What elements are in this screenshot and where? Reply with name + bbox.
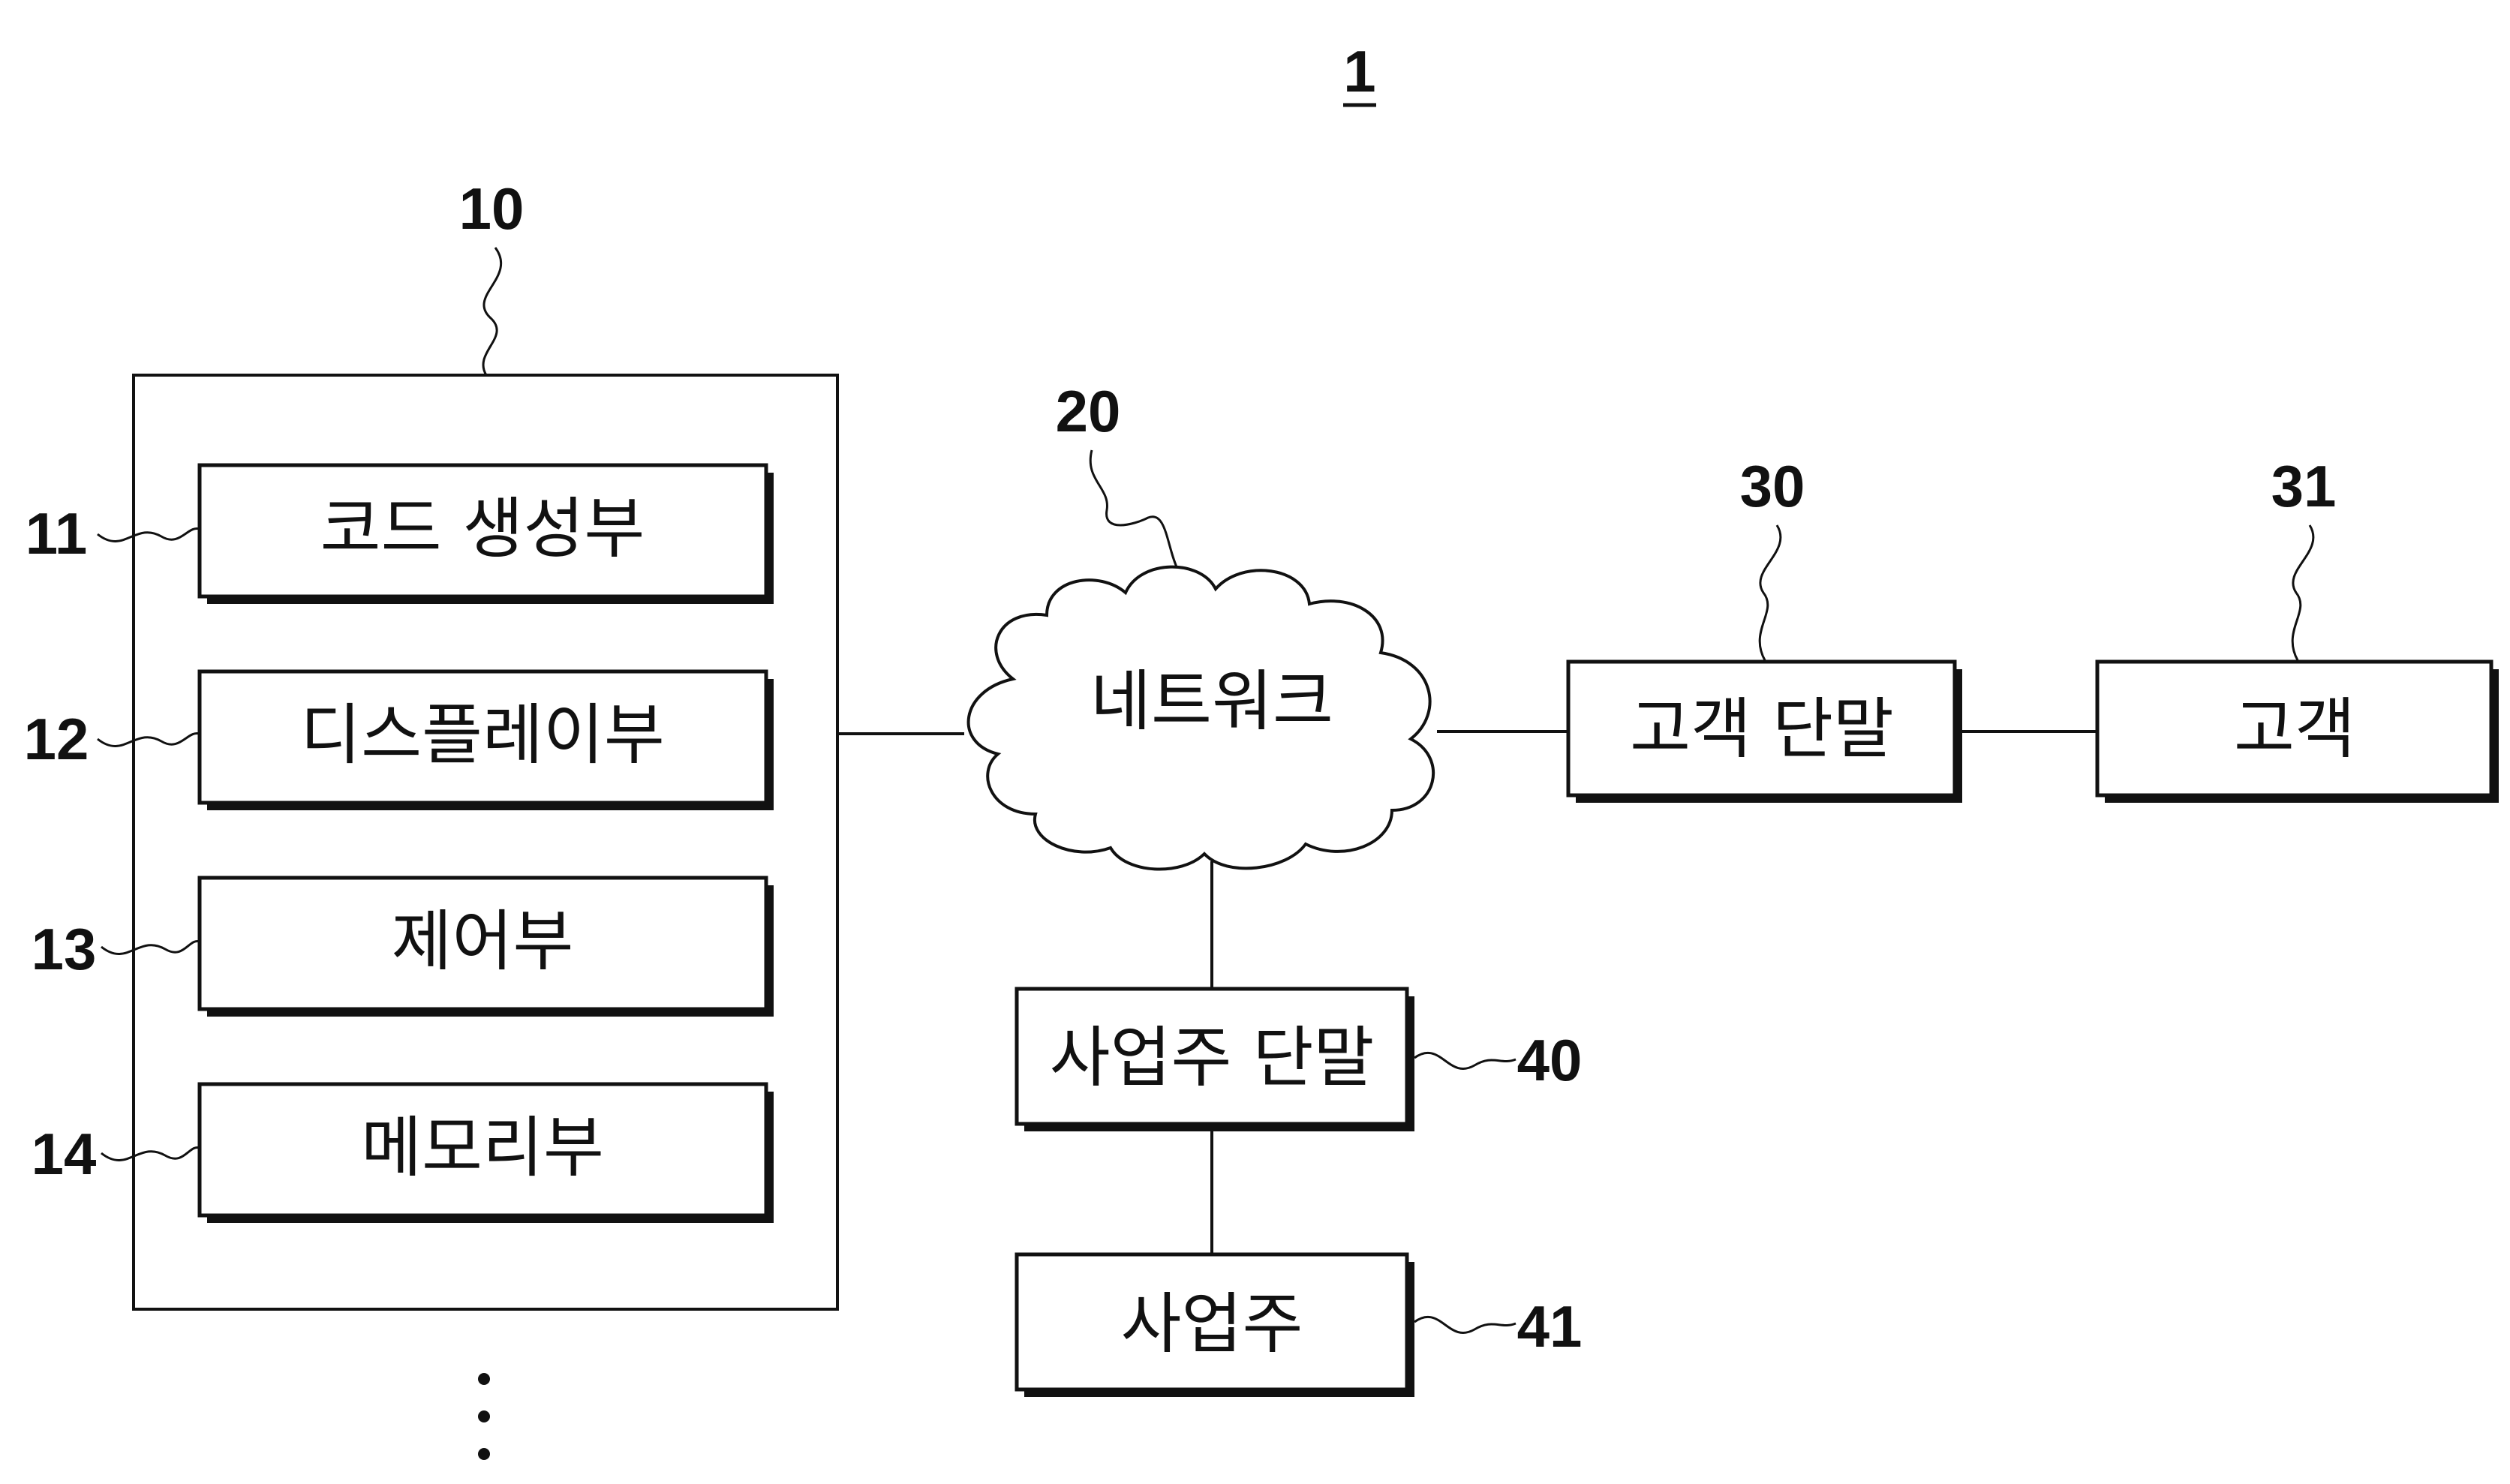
ellipsis-dot-3 <box>478 1448 490 1460</box>
unit-controller: 제어부 13 <box>32 876 774 1017</box>
customer-terminal-ref-label: 30 <box>1740 453 1805 519</box>
network-leader-line <box>1089 449 1180 571</box>
customer-block: 31 고객 <box>2095 453 2499 803</box>
unit-13-box <box>197 876 768 1011</box>
owner-box <box>1015 1252 1409 1392</box>
unit-14-ref: 14 <box>32 1121 97 1187</box>
owner-block: 사업주 41 <box>1015 1252 1583 1397</box>
customer-label: 고객 <box>2234 690 2355 768</box>
owner-terminal-box <box>1015 987 1409 1126</box>
server-ref-label: 10 <box>459 176 525 242</box>
owner-terminal-label: 사업주 단말 <box>1050 1019 1375 1096</box>
server-block: 10 코드 생성부 11 디스플레이부 12 제어부 13 <box>24 176 839 1460</box>
customer-terminal-block: 30 고객 단말 <box>1566 453 1962 803</box>
owner-terminal-leader <box>1414 1051 1517 1070</box>
unit-code-generator: 코드 생성부 11 <box>26 463 774 604</box>
unit-memory: 메모리부 14 <box>32 1082 774 1223</box>
connection-lines <box>837 730 2097 1254</box>
unit-14-box <box>197 1082 768 1218</box>
server-leader-line <box>482 247 503 376</box>
owner-terminal-block: 사업주 단말 40 <box>1015 987 1583 1131</box>
customer-box <box>2095 659 2493 798</box>
unit-11-box <box>197 463 768 599</box>
customer-leader <box>2291 524 2315 661</box>
ellipsis-dot-2 <box>478 1410 490 1422</box>
customer-terminal-leader <box>1758 524 1782 661</box>
customer-terminal-label: 고객 단말 <box>1630 690 1894 768</box>
owner-label: 사업주 <box>1121 1285 1303 1362</box>
unit-12-ref: 12 <box>24 706 89 772</box>
figure-number: 1 <box>1343 38 1376 107</box>
more-units-ellipsis <box>478 1373 490 1460</box>
unit-11-label: 코드 생성부 <box>320 490 645 567</box>
unit-13-leader <box>101 940 200 955</box>
owner-leader <box>1414 1315 1517 1334</box>
unit-11-ref: 11 <box>26 500 87 566</box>
network-cloud: 20 네트워크 <box>966 378 1435 871</box>
unit-display: 디스플레이부 12 <box>24 669 774 810</box>
network-label: 네트워크 <box>1090 662 1333 740</box>
network-ref-label: 20 <box>1056 378 1121 444</box>
owner-terminal-ref-label: 40 <box>1517 1027 1583 1093</box>
unit-12-label: 디스플레이부 <box>300 696 665 774</box>
unit-12-leader <box>97 732 200 747</box>
customer-terminal-box <box>1566 659 1957 798</box>
unit-12-box <box>197 669 768 805</box>
figure-number-text: 1 <box>1343 38 1375 104</box>
unit-14-leader <box>101 1146 200 1161</box>
network-cloud-shape <box>966 565 1435 871</box>
unit-13-label: 제어부 <box>392 903 574 980</box>
unit-14-label: 메모리부 <box>361 1109 604 1186</box>
owner-ref-label: 41 <box>1517 1293 1583 1359</box>
customer-ref-label: 31 <box>2271 453 2337 519</box>
unit-13-ref: 13 <box>32 916 97 982</box>
ellipsis-dot-1 <box>478 1373 490 1385</box>
unit-11-leader <box>97 527 200 542</box>
